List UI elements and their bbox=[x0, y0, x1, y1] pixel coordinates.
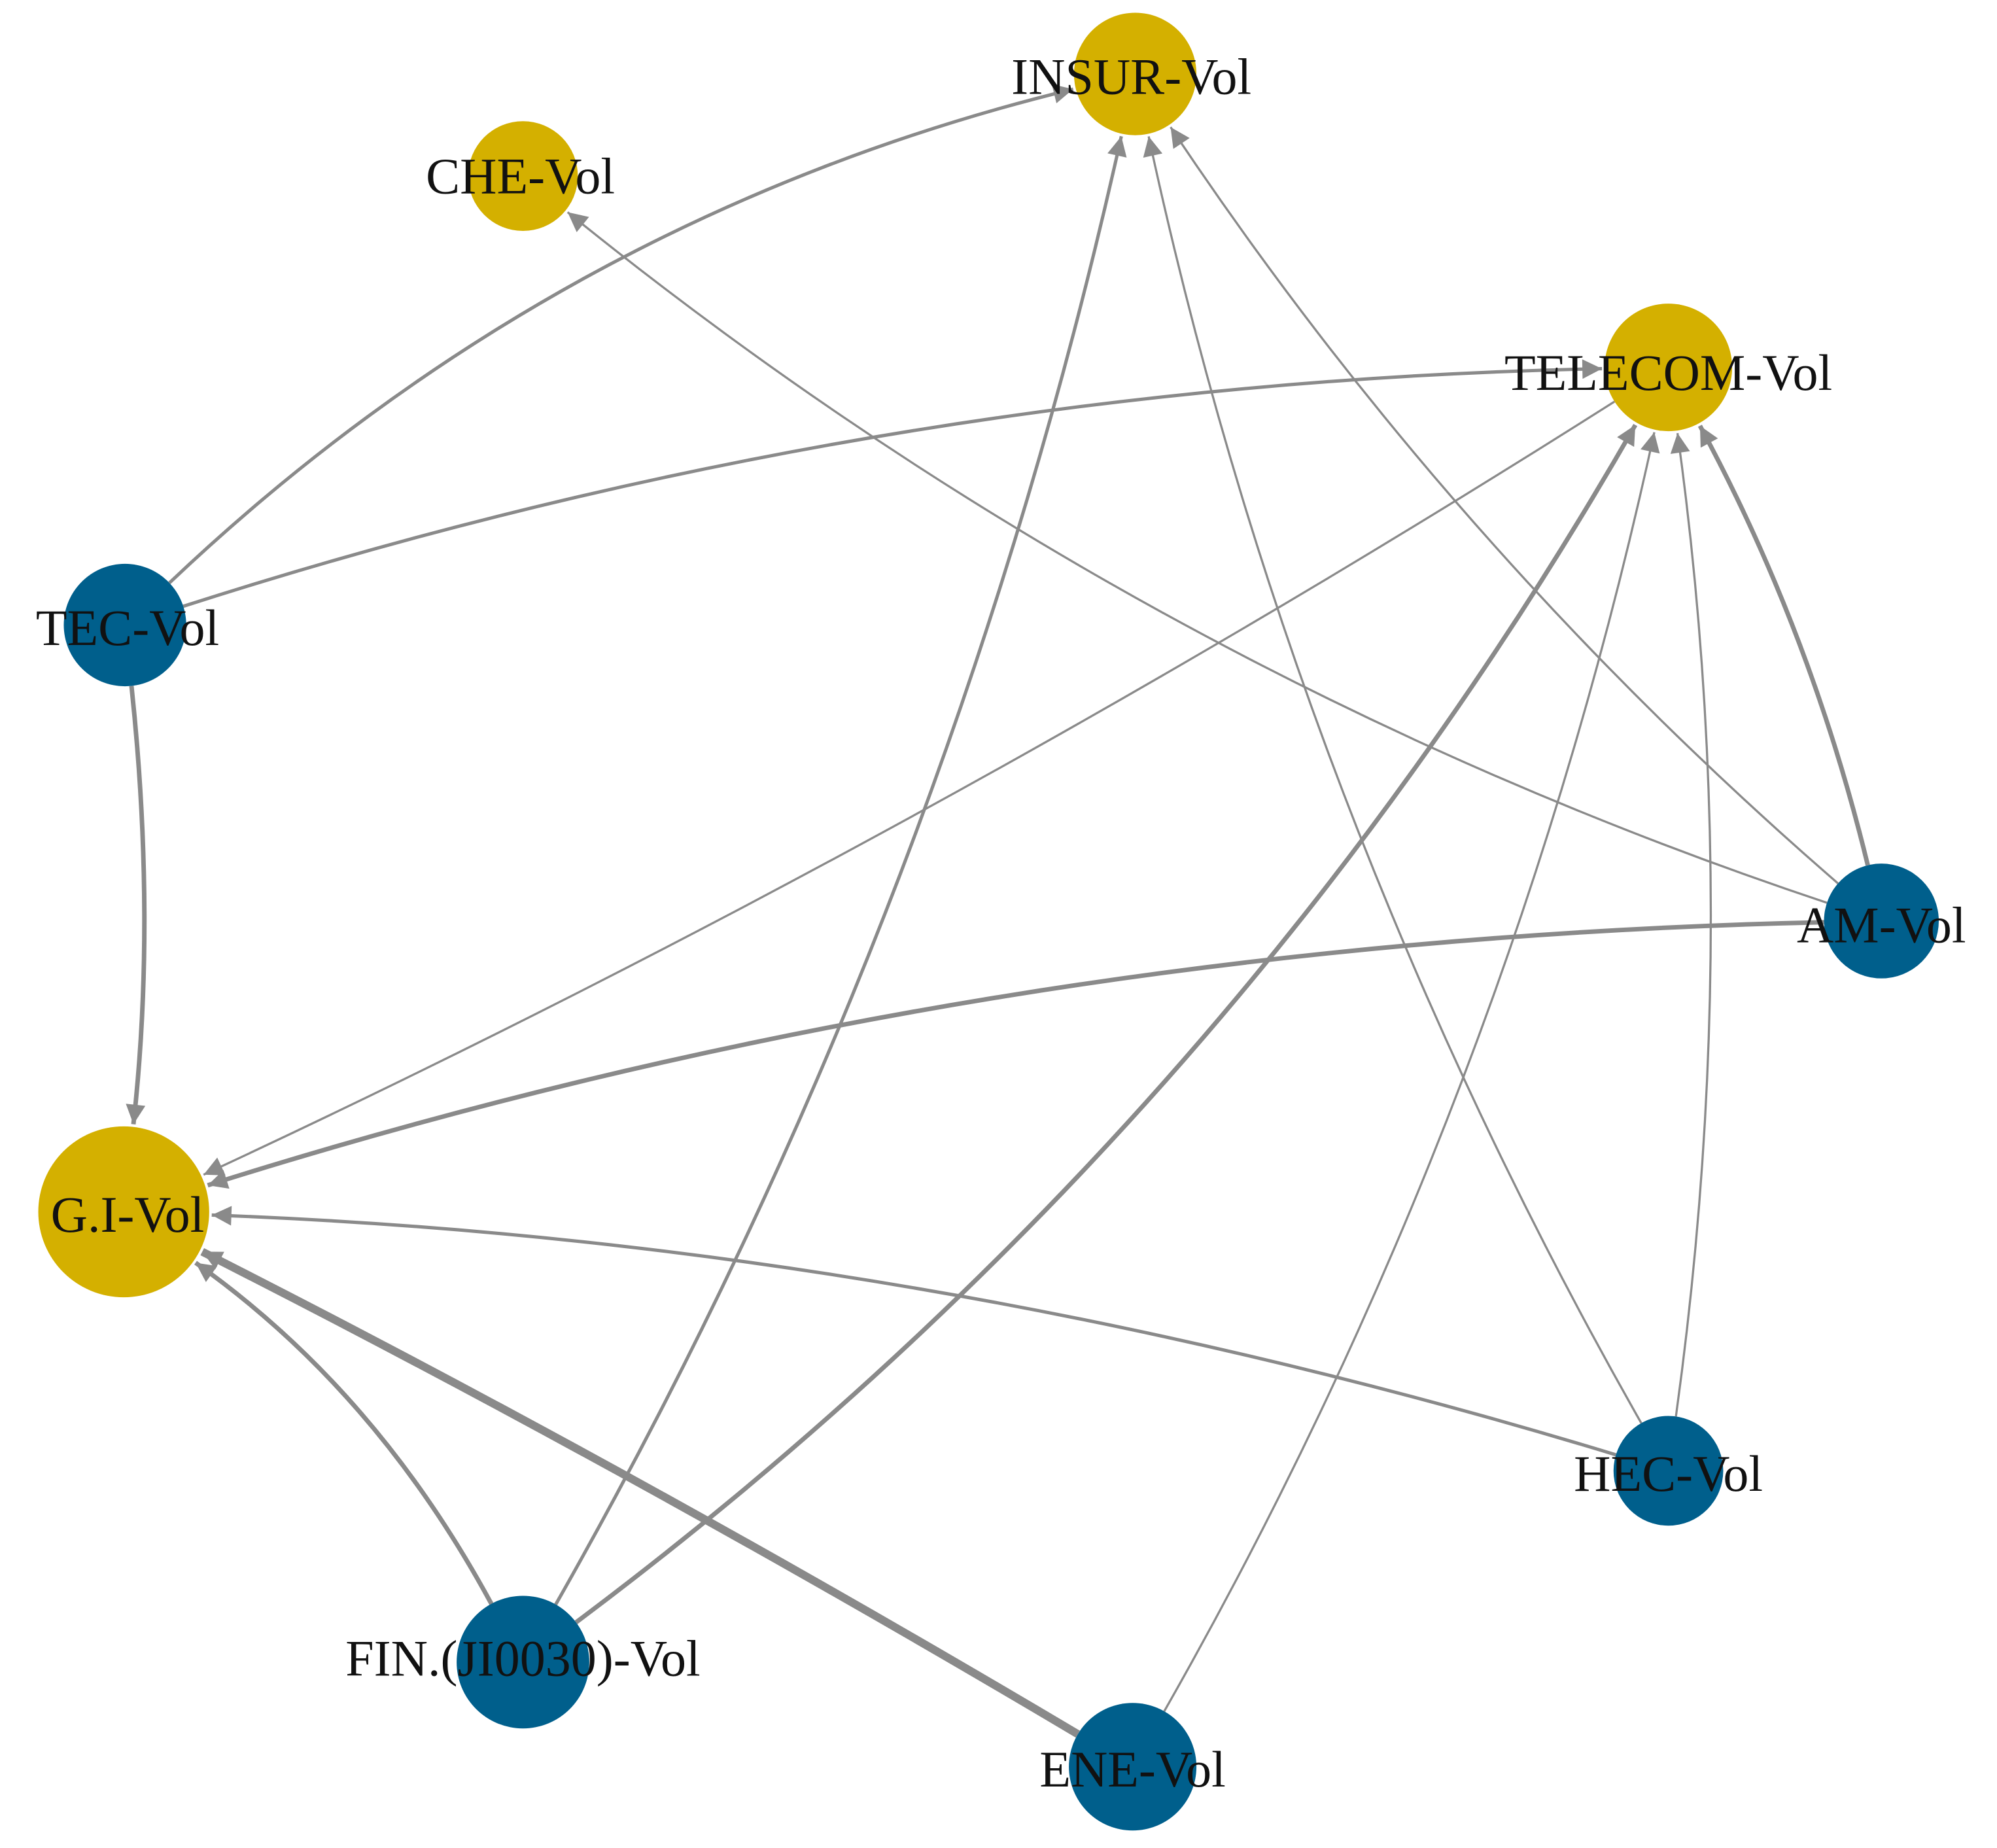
edge-tec-to-telecom bbox=[182, 359, 1603, 608]
node-label-telecom: TELECOM-Vol bbox=[1504, 344, 1832, 401]
node-tec bbox=[63, 563, 186, 687]
edge-am-to-telecom bbox=[1697, 425, 1870, 866]
edge-tec-to-insur bbox=[168, 84, 1074, 584]
edge-tec-to-gi bbox=[126, 686, 147, 1125]
node-label-che: CHE-Vol bbox=[426, 148, 615, 205]
node-insur bbox=[1073, 12, 1197, 135]
edge-am-to-gi bbox=[207, 920, 1824, 1189]
node-gi bbox=[38, 1126, 209, 1298]
labels-layer: INSUR-VolCHE-VolTELECOM-VolTEC-VolAM-Vol… bbox=[36, 48, 1966, 1798]
node-fin bbox=[457, 1595, 589, 1729]
node-che bbox=[468, 121, 578, 231]
nodes-layer bbox=[38, 12, 1939, 1831]
edge-fin-to-insur bbox=[554, 135, 1127, 1605]
node-label-am: AM-Vol bbox=[1797, 896, 1966, 953]
edge-am-to-che bbox=[566, 211, 1828, 904]
node-label-hec: HEC-Vol bbox=[1574, 1445, 1763, 1502]
edge-ene-to-telecom bbox=[1163, 432, 1660, 1712]
edge-ene-to-gi bbox=[200, 1247, 1080, 1738]
edge-telecom-to-gi bbox=[203, 400, 1616, 1176]
node-label-tec: TEC-Vol bbox=[36, 599, 219, 656]
node-am bbox=[1824, 863, 1939, 979]
node-ene bbox=[1069, 1703, 1197, 1831]
edges-layer bbox=[126, 84, 1870, 1738]
node-label-fin: FIN.(JI0030)-Vol bbox=[345, 1630, 700, 1687]
node-label-insur: INSUR-Vol bbox=[1011, 48, 1251, 105]
edge-hec-to-telecom bbox=[1670, 432, 1712, 1417]
edge-hec-to-gi bbox=[211, 1206, 1617, 1457]
node-hec bbox=[1613, 1416, 1724, 1526]
edge-fin-to-gi bbox=[194, 1261, 494, 1605]
edge-hec-to-insur bbox=[1143, 136, 1642, 1424]
edge-fin-to-telecom bbox=[574, 423, 1638, 1624]
node-label-gi: G.I-Vol bbox=[51, 1186, 205, 1243]
node-telecom bbox=[1605, 304, 1733, 432]
edge-am-to-insur bbox=[1170, 126, 1839, 884]
node-label-ene: ENE-Vol bbox=[1039, 1741, 1226, 1798]
